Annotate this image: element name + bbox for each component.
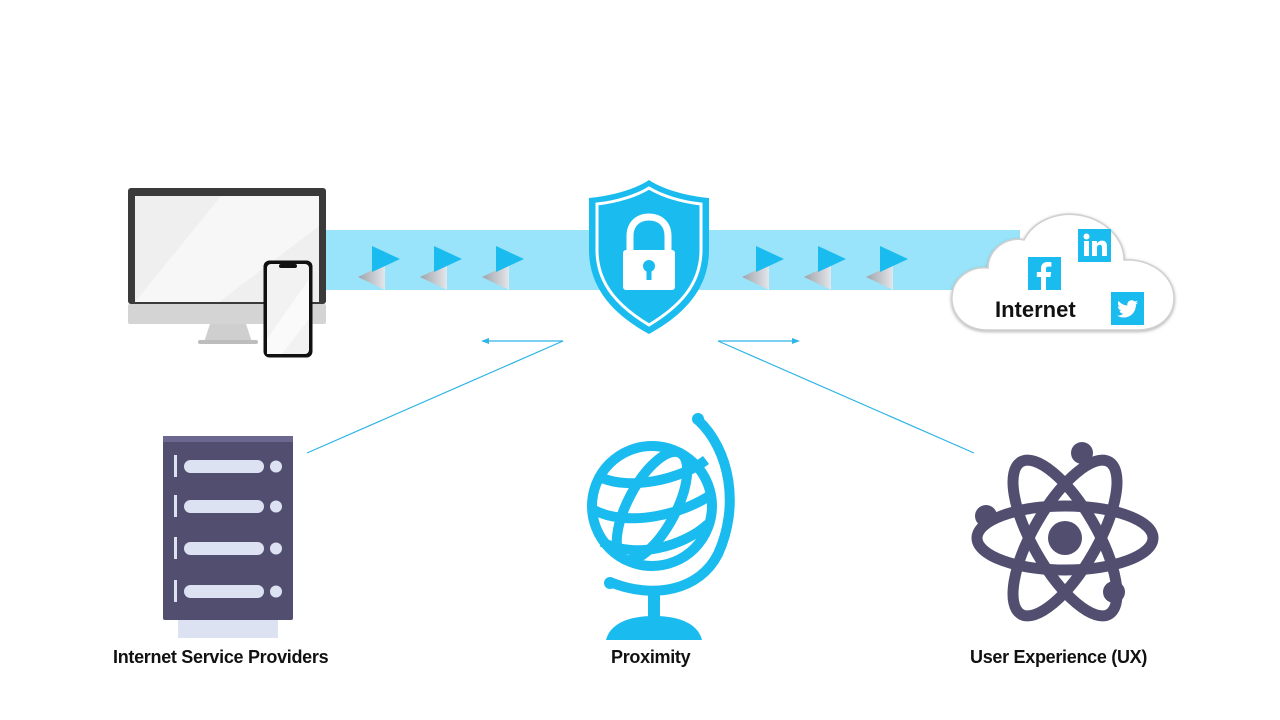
monitor-icon: [128, 188, 326, 344]
connector-left-arrowhead: [481, 338, 489, 344]
proximity-label: Proximity: [611, 647, 691, 667]
atom-icon: [971, 442, 1159, 622]
globe-icon: [587, 413, 735, 640]
linkedin-icon: [1078, 229, 1111, 262]
back-arrow: [742, 264, 769, 290]
forward-arrow: [372, 246, 400, 272]
shield-lock-icon: [589, 180, 709, 334]
server-rack-icon: [163, 436, 293, 638]
connector-right-arrowhead: [792, 338, 800, 344]
connector-to-ux: [717, 340, 975, 454]
forward-arrow: [434, 246, 462, 272]
forward-arrow: [880, 246, 908, 272]
facebook-icon: [1028, 257, 1061, 290]
forward-arrow: [818, 246, 846, 272]
back-arrow: [358, 264, 385, 290]
forward-arrow: [756, 246, 784, 272]
forward-arrow: [496, 246, 524, 272]
isp-label: Internet Service Providers: [113, 647, 329, 667]
back-arrow: [804, 264, 831, 290]
back-arrow: [420, 264, 447, 290]
left-flow-arrows: [358, 246, 524, 290]
twitter-icon: [1111, 292, 1144, 325]
ux-label: User Experience (UX): [970, 647, 1148, 667]
connector-lines: [306, 338, 975, 454]
connector-to-isp: [306, 340, 564, 454]
smartphone-icon: [263, 260, 313, 358]
cloud-label: Internet: [995, 297, 1076, 322]
right-flow-arrows: [742, 246, 908, 290]
back-arrow: [866, 264, 893, 290]
back-arrow: [482, 264, 509, 290]
